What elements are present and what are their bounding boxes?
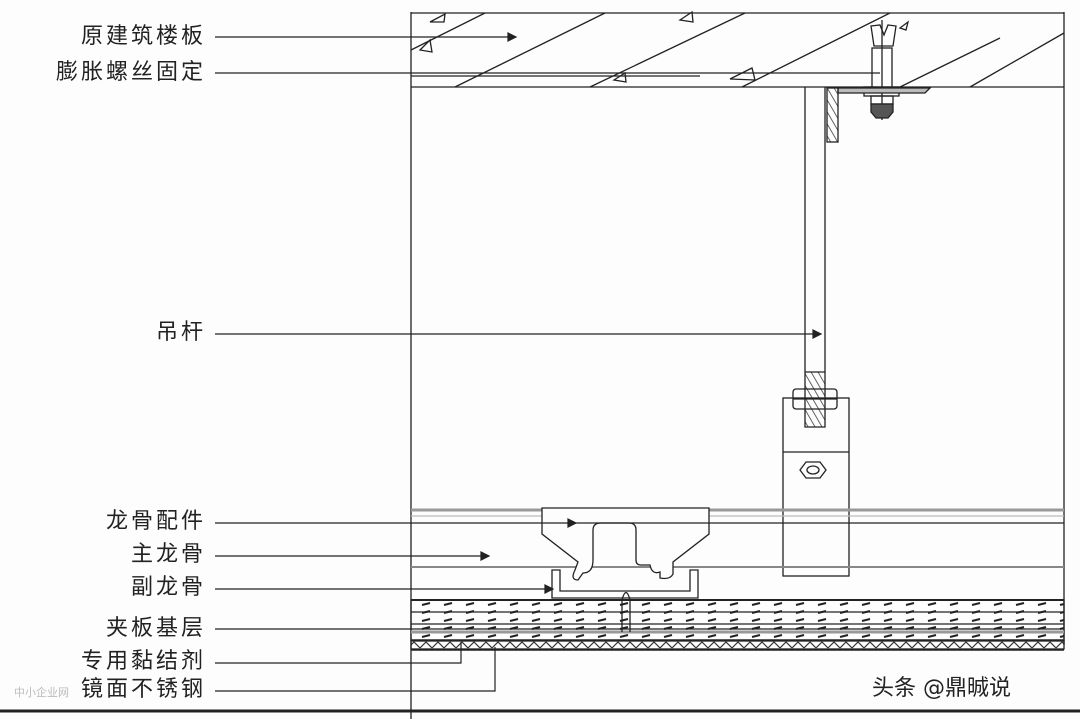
plywood-base: [410, 599, 1065, 641]
keel-fitting: [541, 507, 710, 581]
label-main-keel: 主龙骨: [130, 542, 206, 567]
label-expansion-bolt: 膨胀螺丝固定: [55, 60, 206, 85]
hanger-clip: [782, 397, 850, 577]
hanger-rod: [792, 87, 838, 428]
label-keel-fitting: 龙骨配件: [105, 509, 206, 534]
label-plywood-base: 夹板基层: [105, 616, 206, 641]
leader-lines: [215, 32, 1064, 692]
label-sub-keel: 副龙骨: [130, 575, 206, 600]
concrete-slab: [410, 10, 1065, 88]
faint-watermark: 中小企业网: [14, 686, 69, 699]
sub-keel: [551, 569, 699, 599]
adhesive-layer: [410, 640, 1065, 650]
label-slab: 原建筑楼板: [80, 24, 206, 49]
main-keel: [411, 508, 1064, 568]
watermark: 头条 @鼎晠说: [872, 676, 1011, 701]
label-hanger-rod: 吊杆: [155, 320, 206, 345]
expansion-bolt: [837, 20, 932, 120]
screw: [621, 591, 631, 632]
label-adhesive: 专用黏结剂: [80, 649, 206, 674]
label-mirror-steel: 镜面不锈钢: [80, 677, 206, 702]
angle-bracket: [826, 87, 839, 143]
